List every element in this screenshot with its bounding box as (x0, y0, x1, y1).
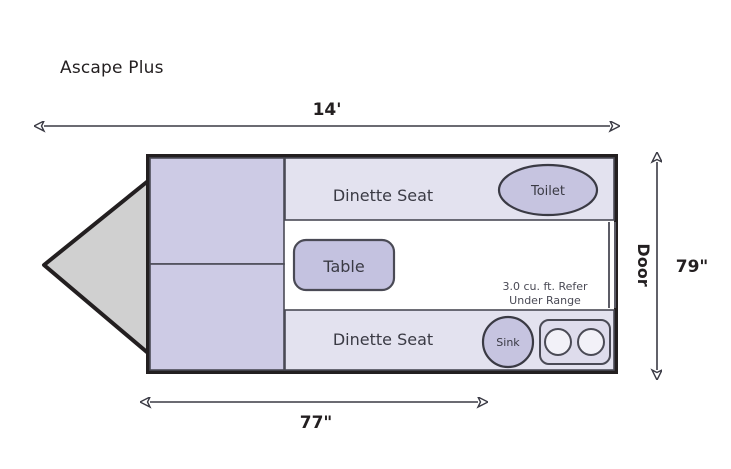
toilet-label: Toilet (530, 184, 565, 199)
refer-note-line-2: Under Range (509, 294, 581, 307)
range-group (539, 319, 611, 365)
dimension-overall-length: 14' (44, 100, 610, 126)
trailer-nose-hitch (42, 179, 150, 355)
dimension-interior-height: 79" (657, 162, 708, 370)
door-opening (608, 222, 616, 308)
door-label: Door (634, 243, 653, 286)
table-label: Table (322, 257, 364, 276)
dimension-label-width: 77" (300, 413, 333, 433)
table-group: Table (292, 238, 396, 292)
dimension-label-length: 14' (313, 100, 342, 120)
sink-icon (481, 315, 535, 369)
page-title: Ascape Plus (60, 58, 164, 78)
dimension-interior-width: 77" (150, 402, 478, 433)
refer-note-line-1: 3.0 cu. ft. Refer (502, 280, 588, 293)
sink-group: Sink (481, 315, 535, 369)
bed-lower-panel (149, 263, 285, 371)
dimension-label-height: 79" (676, 257, 709, 277)
toilet-icon (497, 163, 599, 217)
burner-right-icon (577, 328, 605, 356)
table-shape (292, 238, 396, 292)
bed-upper-panel (149, 157, 285, 265)
galley-annotation: 3.0 cu. ft. Refer Under Range (502, 280, 588, 307)
dinette-seat-bottom-label: Dinette Seat (333, 330, 433, 349)
door-gap (608, 222, 616, 308)
toilet-group: Toilet (497, 163, 599, 217)
dinette-seat-top-label: Dinette Seat (333, 186, 433, 205)
burner-left-icon (544, 328, 572, 356)
bed-area (149, 157, 285, 371)
sink-label: Sink (496, 336, 520, 349)
